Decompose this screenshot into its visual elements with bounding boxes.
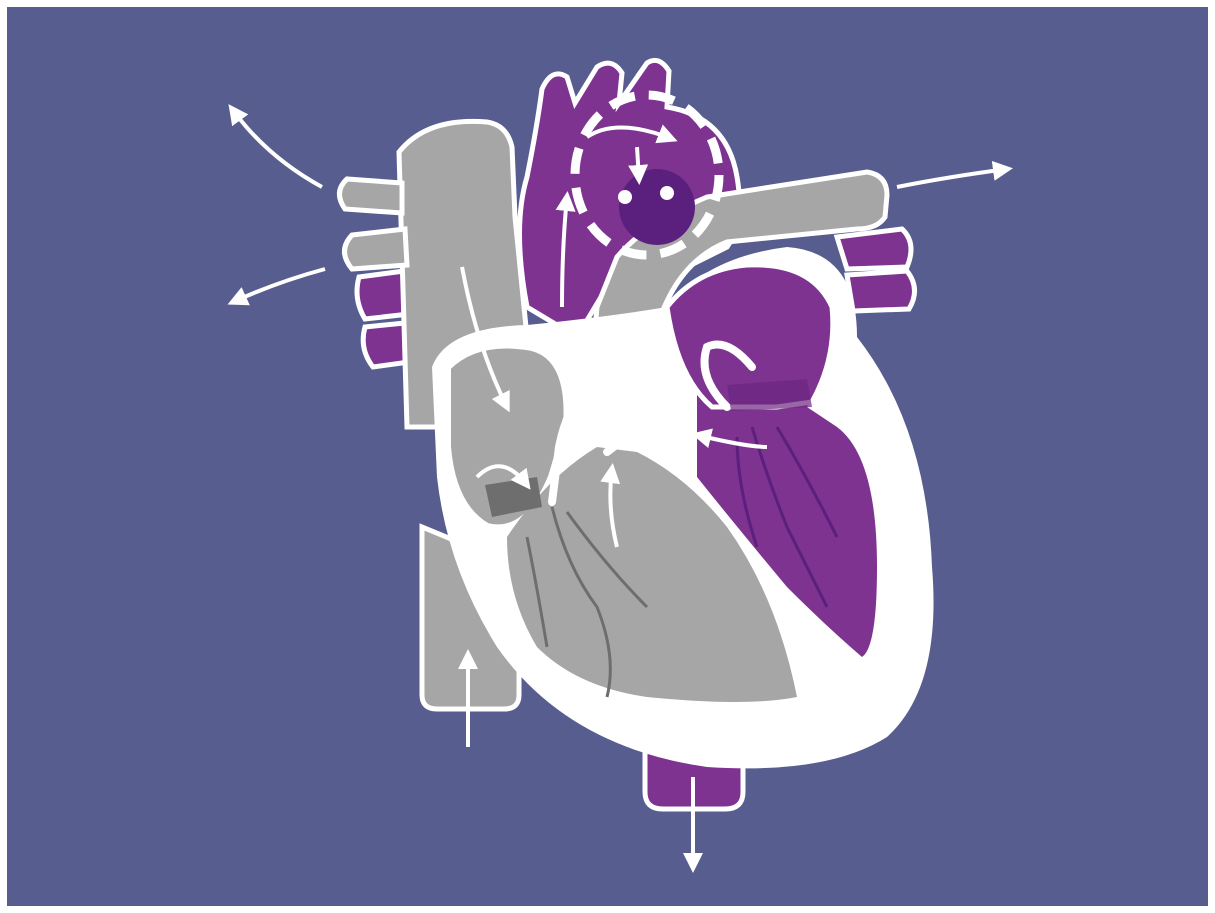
arrow-aorta-down: [637, 147, 639, 179]
heart-diagram: [7, 7, 1208, 906]
aortic-valve: [619, 169, 695, 245]
diagram-frame: [7, 7, 1208, 906]
